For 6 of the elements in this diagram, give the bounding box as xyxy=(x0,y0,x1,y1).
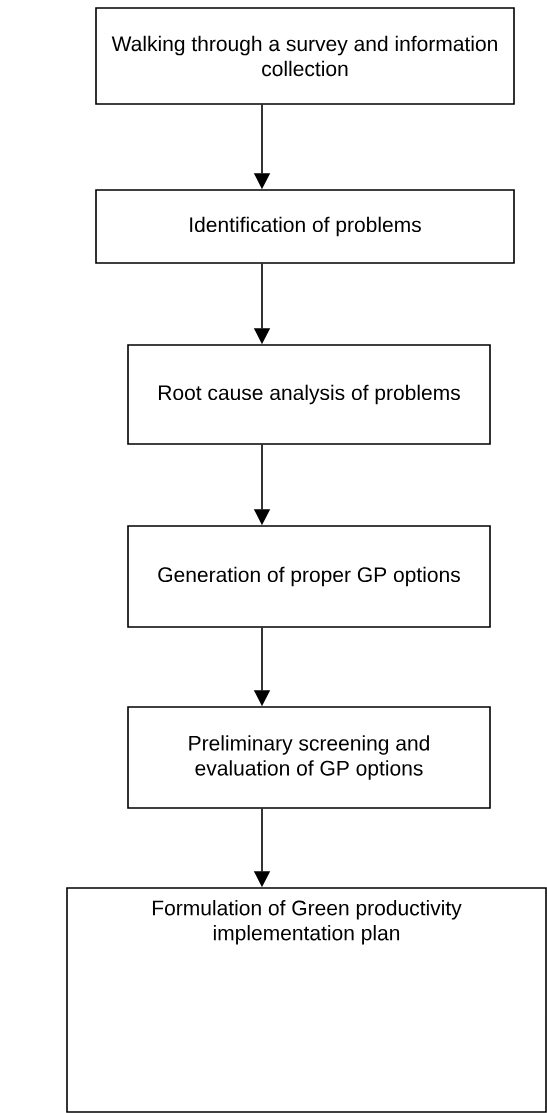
process-box: Generation of proper GP options xyxy=(127,525,491,628)
process-box: Preliminary screening and evaluation of GP options xyxy=(127,706,491,809)
process-box: Root cause analysis of problems xyxy=(127,344,491,445)
process-box: Formulation of Green productivity implementation plan xyxy=(66,887,547,1113)
process-box: Walking through a survey and information collection xyxy=(95,7,515,105)
process-box: Identification of problems xyxy=(95,189,515,264)
